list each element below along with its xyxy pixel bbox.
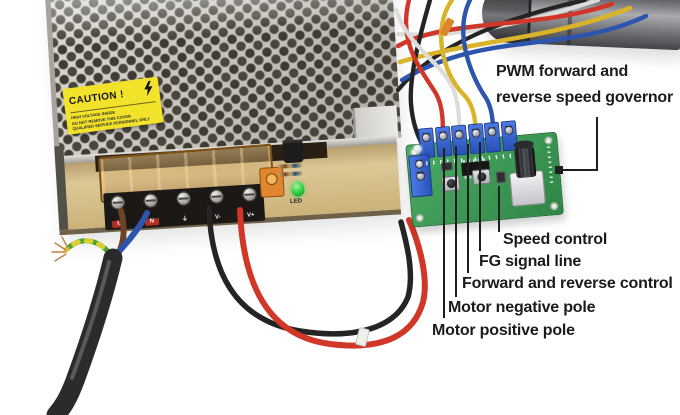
speed-potentiometer-knob bbox=[513, 142, 537, 179]
label-governor-line2: reverse speed governor bbox=[496, 89, 674, 106]
input-terminal bbox=[483, 121, 502, 153]
callout-line-motor-positive bbox=[443, 148, 445, 318]
pwm-controller-board bbox=[404, 117, 564, 228]
switching-power-supply: CAUTION ! HIGH VOLTAGE INSIDE DO NOT REM… bbox=[45, 0, 402, 236]
callout-line-speed-control bbox=[498, 186, 500, 232]
mounting-hole bbox=[415, 213, 425, 223]
label-speed-control: Speed control bbox=[503, 231, 608, 248]
caution-label: CAUTION ! HIGH VOLTAGE INSIDE DO NOT REM… bbox=[62, 76, 164, 135]
mounting-hole bbox=[549, 201, 559, 211]
mains-cable-sheath bbox=[46, 248, 123, 415]
input-terminal bbox=[450, 124, 469, 156]
dc-positive-wire bbox=[237, 207, 428, 349]
smt-component bbox=[496, 171, 506, 184]
label-governor-line1: PWM forward and bbox=[496, 63, 629, 80]
cable-sheen bbox=[70, 260, 111, 380]
label-fg-signal-line: FG signal line bbox=[479, 253, 582, 270]
terminal-screw bbox=[421, 132, 432, 142]
push-button bbox=[471, 168, 492, 186]
psu-vent-mesh: CAUTION ! HIGH VOLTAGE INSIDE DO NOT REM… bbox=[45, 0, 402, 159]
callout-line-governor-vertical bbox=[596, 117, 598, 171]
terminal-screw bbox=[470, 127, 481, 138]
label-motor-negative: Motor negative pole bbox=[448, 299, 596, 316]
callout-line-motor-negative bbox=[455, 146, 457, 297]
lightning-icon bbox=[142, 80, 156, 101]
terminal-screw bbox=[487, 126, 497, 137]
callout-line-fg-signal bbox=[479, 142, 481, 251]
bare-copper-strands bbox=[51, 236, 69, 262]
terminal-screw bbox=[454, 129, 464, 140]
dc-negative-wire bbox=[206, 205, 414, 337]
terminal-screw bbox=[503, 125, 514, 135]
input-terminal bbox=[467, 123, 485, 155]
label-motor-positive: Motor positive pole bbox=[432, 322, 575, 339]
terminal-screw bbox=[415, 171, 426, 182]
label-forward-reverse: Forward and reverse control bbox=[462, 275, 673, 292]
callout-line-governor-horizontal bbox=[562, 169, 598, 171]
callout-line-forward-reverse bbox=[467, 144, 469, 273]
callout-marker-square bbox=[555, 166, 563, 174]
terminal-screw bbox=[437, 130, 448, 141]
